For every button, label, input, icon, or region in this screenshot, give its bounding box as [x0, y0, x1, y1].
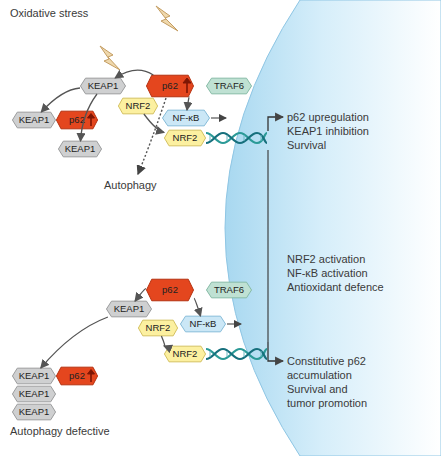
protein-hexagon: NRF2	[118, 98, 158, 114]
protein-hexagon: p62	[56, 367, 98, 385]
lightning-bolt	[100, 46, 120, 70]
protein-name: NRF2	[146, 323, 171, 333]
protein-hexagon: KEAP1	[58, 141, 102, 157]
interaction-arrow	[161, 336, 164, 346]
annotation-label: p62 upregulation	[287, 110, 437, 124]
protein-name: KEAP1	[114, 304, 145, 314]
nucleus	[225, 0, 441, 456]
protein-name: p62	[69, 371, 85, 381]
upregulation-arrow	[88, 114, 95, 127]
interaction-arrow	[81, 94, 98, 141]
protein-hexagon: p62	[146, 75, 194, 97]
hexagon-shape	[56, 367, 97, 385]
hexagon-shape	[180, 316, 225, 332]
protein-hexagon: KEAP1	[12, 386, 56, 402]
protein-name: KEAP1	[19, 371, 50, 381]
annotation-label: NRF2 activation	[287, 252, 437, 266]
annotation-label: Oxidative stress	[10, 6, 140, 20]
dna-helix	[206, 349, 267, 359]
protein-hexagon: NF-κB	[162, 110, 210, 126]
transcription-arrow	[268, 342, 283, 361]
protein-hexagon: NRF2	[164, 346, 206, 362]
transcription-arrow	[268, 117, 283, 131]
annotation-label: Antioxidant defence	[287, 280, 437, 294]
protein-name: KEAP1	[65, 144, 96, 154]
interaction-arrow	[144, 114, 164, 132]
protein-hexagon: p62	[146, 279, 194, 301]
annotation-label: Autophagy	[104, 178, 194, 192]
hexagon-shape	[206, 78, 251, 94]
protein-name: KEAP1	[19, 389, 50, 399]
interaction-arrow	[41, 88, 80, 112]
protein-hexagon: KEAP1	[12, 368, 56, 384]
protein-hexagon: KEAP1	[106, 301, 152, 317]
nuclear-entry-arrow	[227, 323, 241, 324]
protein-hexagon: KEAP1	[12, 404, 56, 420]
protein-hexagon: p62	[56, 111, 98, 129]
hexagon-shape	[56, 111, 97, 129]
protein-hexagon: KEAP1	[12, 112, 56, 128]
hexagon-shape	[58, 141, 101, 157]
annotation-label: Survival and tumor promotion	[287, 382, 373, 410]
protein-hexagon: NRF2	[138, 320, 178, 336]
upregulation-arrow	[183, 78, 191, 93]
annotation-label: Autophagy defective	[10, 424, 150, 438]
protein-name: NRF2	[173, 133, 198, 143]
lightning-bolt	[156, 6, 178, 31]
hexagon-shape	[80, 78, 125, 94]
protein-hexagon: TRAF6	[206, 282, 252, 298]
annotation-label: KEAP1 inhibition	[287, 124, 437, 138]
protein-hexagon: KEAP1	[80, 78, 126, 94]
hexagon-shape	[146, 75, 193, 97]
protein-name: NRF2	[173, 349, 198, 359]
interaction-arrow	[135, 289, 146, 301]
hexagon-shape	[206, 282, 251, 298]
nuclear-entry-arrow	[211, 117, 226, 118]
dna-helix	[206, 133, 267, 143]
annotation-label: Survival	[287, 138, 437, 152]
hexagon-shape	[106, 301, 151, 317]
protein-name: NRF2	[126, 101, 151, 111]
protein-name: TRAF6	[214, 81, 244, 91]
protein-name: TRAF6	[214, 285, 244, 295]
protein-name: KEAP1	[88, 81, 119, 91]
interaction-arrow	[194, 298, 201, 316]
protein-hexagon: NRF2	[164, 130, 206, 146]
protein-name: p62	[162, 285, 178, 295]
protein-name: p62	[162, 81, 178, 91]
hexagon-shape	[12, 368, 55, 384]
upregulation-arrow	[88, 370, 95, 383]
interaction-arrow	[187, 97, 189, 110]
hexagon-shape	[12, 404, 55, 420]
hexagon-shape	[162, 110, 209, 126]
hexagon-shape	[164, 130, 205, 146]
interaction-arrow	[41, 317, 108, 368]
interaction-arrow	[115, 70, 153, 78]
hexagon-shape	[12, 386, 55, 402]
protein-name: KEAP1	[19, 115, 50, 125]
hexagon-shape	[12, 112, 55, 128]
annotation-label: Constitutive p62 accumulation	[287, 354, 373, 382]
hexagon-shape	[138, 320, 177, 336]
protein-name: NF-κB	[190, 319, 217, 329]
hexagon-shape	[118, 98, 157, 114]
annotation-label: NF-κB activation	[287, 266, 437, 280]
protein-name: NF-κB	[173, 113, 200, 123]
hexagon-shape	[146, 279, 193, 301]
protein-hexagon: TRAF6	[206, 78, 252, 94]
bracket-line	[267, 150, 268, 342]
hexagon-shape	[164, 346, 205, 362]
protein-name: KEAP1	[19, 407, 50, 417]
protein-hexagon: NF-κB	[180, 316, 226, 332]
